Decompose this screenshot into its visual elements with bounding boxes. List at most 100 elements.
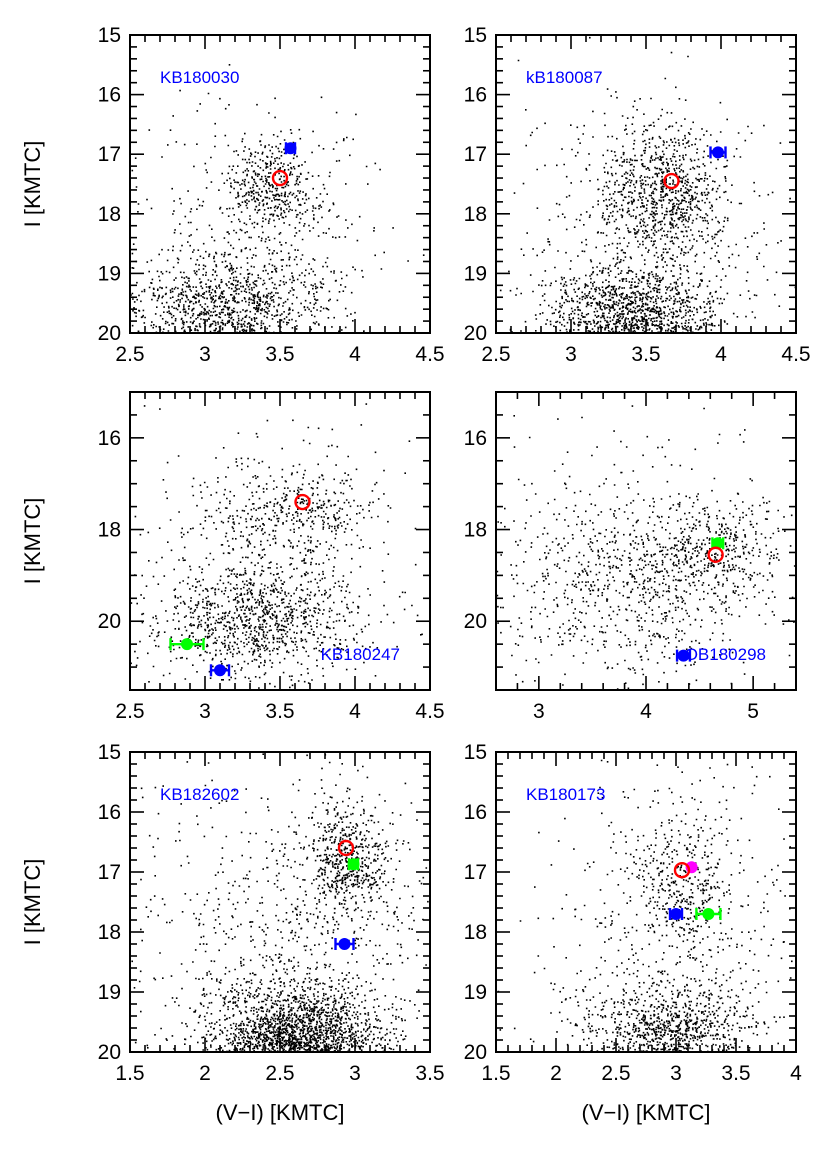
red-clump-centroid (294, 493, 311, 511)
axis-ticks (495, 391, 797, 691)
y-tick-label: 19 (464, 262, 487, 285)
x-tick-label: 2.5 (265, 1062, 294, 1085)
source-marker (209, 664, 231, 677)
y-tick-label: 17 (464, 861, 487, 884)
panel-label: KB180173 (526, 785, 605, 804)
red-clump-centroid (271, 169, 289, 187)
panel-label: KB180247 (321, 645, 400, 664)
source-marker (675, 649, 692, 662)
y-tick-label: 15 (464, 24, 487, 47)
y-tick-label: 15 (464, 741, 487, 764)
y-axis-title: I [KMTC] (20, 498, 45, 585)
x-tick-label: 2.5 (481, 343, 510, 366)
red-clump-centroid (707, 546, 724, 563)
panel-label: OB180298 (685, 645, 766, 664)
x-tick-label: 3 (199, 343, 211, 366)
star-point (499, 36, 796, 333)
x-tick-label: 2 (199, 1062, 211, 1085)
x-tick-label: 2.5 (115, 700, 144, 723)
red-clump-centroid (663, 172, 680, 190)
x-tick-label: 4.5 (415, 700, 444, 723)
x-tick-label: 4 (349, 700, 361, 723)
source-marker (284, 142, 297, 155)
y-tick-label: 15 (98, 741, 121, 764)
y-axis-title: I [KMTC] (20, 859, 45, 946)
y-tick-label: 18 (464, 921, 487, 944)
x-tick-label: 3.5 (415, 1062, 444, 1085)
x-tick-label: 4 (349, 343, 361, 366)
y-tick-label: 15 (98, 24, 121, 47)
markers (169, 493, 311, 677)
x-tick-label: 2.5 (601, 1062, 630, 1085)
y-tick-label: 20 (464, 322, 487, 345)
star-points (497, 759, 796, 1052)
y-tick-label: 16 (98, 801, 121, 824)
y-tick-label: 18 (464, 519, 487, 542)
y-tick-label: 20 (464, 1041, 487, 1064)
x-tick-label: 3 (199, 700, 211, 723)
y-tick-label: 20 (464, 610, 487, 633)
markers (271, 142, 297, 187)
star-points (496, 405, 796, 690)
y-tick-label: 16 (464, 427, 487, 450)
y-tick-label: 20 (98, 322, 121, 345)
source-marker (347, 858, 360, 871)
x-tick-label: 3.5 (721, 1062, 750, 1085)
y-tick-label: 17 (98, 143, 121, 166)
x-tick-label: 3 (533, 700, 545, 723)
x-tick-label: 3 (670, 1062, 682, 1085)
y-tick-label: 16 (464, 801, 487, 824)
source-marker (709, 146, 727, 159)
x-tick-label: 4 (640, 700, 652, 723)
panel-label: KB180030 (160, 68, 239, 87)
x-axis-title: (V−I) [KMTC] (582, 1100, 711, 1125)
source-marker (169, 638, 205, 651)
x-tick-label: 1.5 (481, 1062, 510, 1085)
x-tick-label: 3.5 (265, 343, 294, 366)
y-tick-label: 16 (98, 84, 121, 107)
x-tick-label: 3.5 (265, 700, 294, 723)
markers (675, 537, 725, 662)
star-points (131, 753, 430, 1052)
source-marker (695, 908, 722, 920)
y-tick-label: 16 (464, 84, 487, 107)
y-tick-label: 16 (98, 427, 121, 450)
x-tick-label: 5 (747, 700, 759, 723)
y-tick-label: 19 (98, 981, 121, 1004)
source-marker (334, 938, 355, 950)
plot-frame (495, 751, 797, 1053)
red-clump-centroid (337, 839, 355, 857)
plot-frame (495, 34, 797, 334)
x-tick-label: 2 (550, 1062, 562, 1085)
markers (663, 146, 727, 190)
y-tick-label: 18 (98, 203, 121, 226)
plot-frame (495, 391, 797, 691)
plot-frame (129, 751, 431, 1053)
x-tick-label: 4 (790, 1062, 802, 1085)
axis-ticks (129, 391, 431, 691)
plot-frame (129, 34, 431, 334)
y-axis-title: I [KMTC] (20, 141, 45, 228)
star-points (130, 64, 425, 333)
y-tick-label: 20 (98, 610, 121, 633)
x-tick-label: 3 (349, 1062, 361, 1085)
x-tick-label: 3 (565, 343, 577, 366)
markers (668, 861, 722, 920)
star-point (131, 753, 430, 1052)
y-tick-label: 18 (464, 203, 487, 226)
star-point (130, 64, 425, 333)
y-tick-label: 17 (98, 861, 121, 884)
x-tick-label: 4 (715, 343, 727, 366)
y-tick-label: 19 (464, 981, 487, 1004)
panel-label: KB182602 (160, 785, 239, 804)
y-tick-label: 18 (98, 921, 121, 944)
panel-kb180173: 1.5 2 2.5 3 3.5 4 15 16 17 18 19 20 (V−I) [KMTC] KB18… (464, 741, 803, 1125)
markers (334, 839, 360, 950)
plot-frame (129, 391, 431, 691)
x-tick-label: 1.5 (115, 1062, 144, 1085)
